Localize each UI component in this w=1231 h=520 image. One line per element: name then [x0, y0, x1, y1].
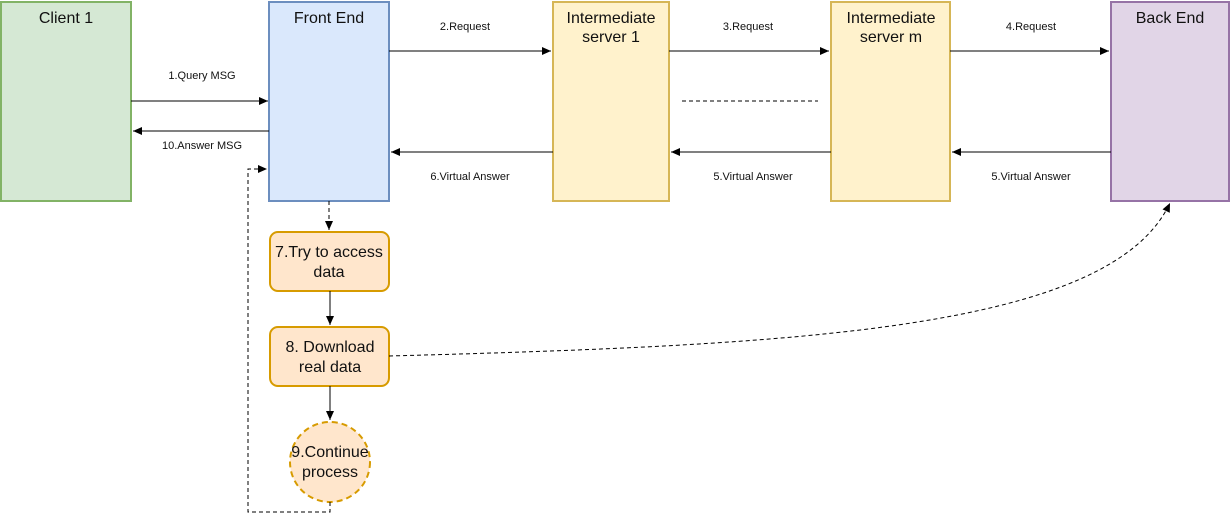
- intermediate-m-label-line2: server m: [860, 29, 922, 46]
- edge-label-request-3: 3.Request: [723, 21, 773, 33]
- step-9-label-line1: 9.Continue: [291, 444, 368, 461]
- edge-query-msg: 1.Query MSG: [131, 70, 268, 105]
- edge-label-request-2: 2.Request: [440, 21, 490, 33]
- client-node: Client 1: [0, 1, 132, 202]
- intermediate-m-label-line1: Intermediate: [847, 10, 936, 27]
- step-9-label-line2: process: [302, 464, 358, 481]
- edge-step8-to-backend: [388, 202, 1171, 357]
- edge-label-query: 1.Query MSG: [168, 70, 235, 82]
- intermediate-1-label-line2: server 1: [582, 29, 640, 46]
- intermediate-server-m-node: Intermediate server m: [830, 1, 951, 202]
- edge-label-virtual-5-mid: 5.Virtual Answer: [713, 171, 793, 183]
- edge-label-virtual-6: 6.Virtual Answer: [430, 171, 510, 183]
- step-7-node: 7.Try to access data: [269, 231, 390, 292]
- edge-virtual-answer-6: 6.Virtual Answer: [391, 148, 553, 183]
- edge-label-request-4: 4.Request: [1006, 21, 1056, 33]
- edge-answer-msg: 10.Answer MSG: [133, 127, 269, 152]
- edge-request-2: 2.Request: [389, 21, 551, 55]
- edge-label-answer: 10.Answer MSG: [162, 140, 242, 152]
- frontend-node: Front End: [268, 1, 390, 202]
- client-label: Client 1: [39, 10, 93, 27]
- step-8-node: 8. Download real data: [269, 326, 390, 387]
- edge-label-virtual-5-back: 5.Virtual Answer: [991, 171, 1071, 183]
- edge-request-4: 4.Request: [950, 21, 1109, 55]
- step-8-label-line1: 8. Download: [286, 339, 375, 356]
- edge-virtual-answer-mid: 5.Virtual Answer: [671, 148, 831, 183]
- backend-node: Back End: [1110, 1, 1230, 202]
- step-7-label-line2: data: [313, 264, 344, 281]
- intermediate-server-1-node: Intermediate server 1: [552, 1, 670, 202]
- backend-label: Back End: [1136, 10, 1204, 27]
- edge-virtual-answer-back: 5.Virtual Answer: [952, 148, 1111, 183]
- step-8-label-line2: real data: [299, 359, 361, 376]
- step-7-label-line1: 7.Try to access: [275, 244, 383, 261]
- step-9-node: 9.Continue process: [289, 421, 371, 503]
- edge-step9-loop-to-frontend: [247, 165, 331, 513]
- edge-request-3: 3.Request: [669, 21, 829, 55]
- frontend-label: Front End: [294, 10, 364, 27]
- intermediate-1-label-line1: Intermediate: [567, 10, 656, 27]
